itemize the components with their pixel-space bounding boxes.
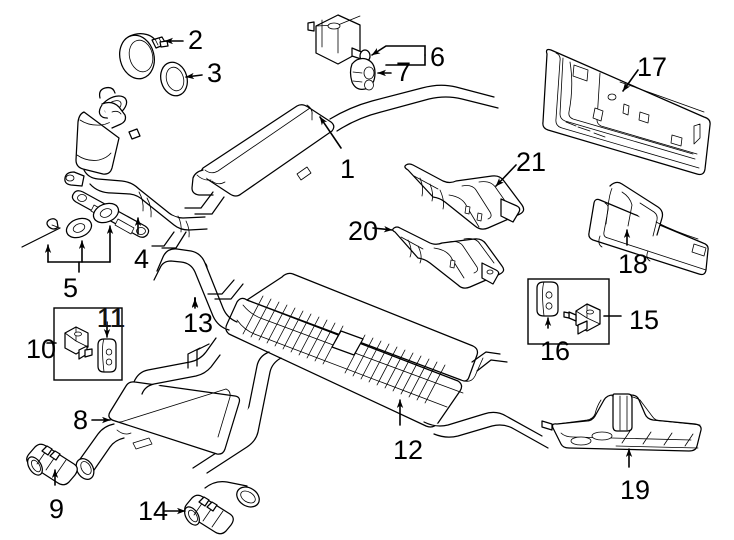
callout-6[interactable]: 6 <box>430 42 446 72</box>
callout-9[interactable]: 9 <box>49 494 65 524</box>
group-box-right <box>527 278 610 345</box>
part-center-muffler <box>153 248 549 474</box>
part-heat-shield-18 <box>588 181 709 276</box>
part-clamp-9 <box>26 443 78 486</box>
callout-19[interactable]: 19 <box>620 475 651 505</box>
part-heat-shield-20 <box>392 226 505 289</box>
leader-1 <box>319 116 342 149</box>
callout-15[interactable]: 15 <box>629 305 660 335</box>
part-rear-muffler-8 <box>75 337 241 480</box>
part-clamp-14 <box>184 494 234 535</box>
part-catalytic-converter-downpipe <box>64 86 208 249</box>
callout-12[interactable]: 12 <box>393 435 424 465</box>
part-hanger-bracket-10 <box>64 326 93 360</box>
part-bolt-washers <box>21 202 120 273</box>
leader-17 <box>622 69 639 92</box>
part-hanger-bracket-15 <box>563 303 601 335</box>
part-heat-shield-21 <box>404 163 525 230</box>
callout-7[interactable]: 7 <box>396 57 412 87</box>
callout-20[interactable]: 20 <box>348 216 379 246</box>
callout-8[interactable]: 8 <box>73 405 89 435</box>
callout-21[interactable]: 21 <box>516 147 547 177</box>
callout-18[interactable]: 18 <box>618 249 649 279</box>
part-exhaust-gasket <box>160 61 188 97</box>
part-oxygen-sensor <box>307 14 371 65</box>
callout-11[interactable]: 11 <box>97 303 126 333</box>
part-lower-tailpipe <box>204 481 260 508</box>
leader-20 <box>372 225 393 233</box>
leader-21 <box>495 164 517 187</box>
callout-13[interactable]: 13 <box>183 308 214 338</box>
group-box-left <box>53 307 123 381</box>
callout-3[interactable]: 3 <box>207 58 223 88</box>
callout-4[interactable]: 4 <box>134 244 150 274</box>
callout-14[interactable]: 14 <box>138 496 169 526</box>
callout-2[interactable]: 2 <box>188 25 204 55</box>
callout-10[interactable]: 10 <box>26 334 57 364</box>
leader-3 <box>185 72 203 80</box>
callout-16[interactable]: 16 <box>540 336 571 366</box>
leader-6 <box>371 45 426 56</box>
callout-17[interactable]: 17 <box>637 52 668 82</box>
callout-1[interactable]: 1 <box>340 154 356 184</box>
part-heat-shield-19 <box>541 393 702 452</box>
part-front-muffler <box>184 84 499 215</box>
part-hanger-insulator-11 <box>97 338 117 373</box>
part-heat-shield-17 <box>542 48 711 176</box>
callout-5[interactable]: 5 <box>63 273 79 303</box>
part-exhaust-pipe-clamp <box>119 33 169 80</box>
leader-6-bracket <box>385 54 426 66</box>
part-sensor-grommet <box>349 57 376 91</box>
part-hanger-insulator-16 <box>536 281 559 317</box>
